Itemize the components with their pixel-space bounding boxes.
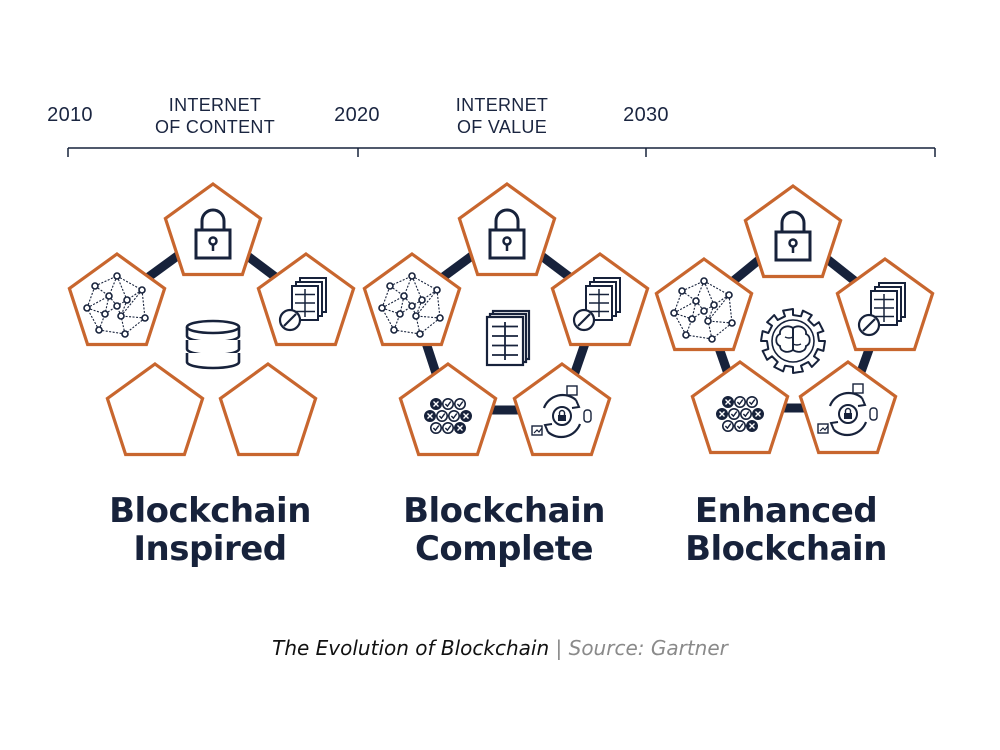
stage-title-line: Enhanced bbox=[694, 491, 878, 531]
stage-group-1 bbox=[67, 182, 356, 457]
network-icon bbox=[670, 277, 736, 343]
stage-title-blockchain-complete: Blockchain Complete bbox=[354, 492, 654, 568]
pentagon-frame bbox=[105, 362, 205, 457]
token-grid-icon bbox=[715, 395, 764, 432]
pentagon-frame bbox=[218, 362, 318, 457]
figure-caption: The Evolution of Blockchain | Source: Ga… bbox=[0, 636, 1000, 660]
network-icon bbox=[378, 272, 444, 338]
smart-contract-icon bbox=[572, 277, 621, 332]
stage-title-blockchain-inspired: Blockchain Inspired bbox=[60, 492, 360, 568]
identity-cycle-icon bbox=[817, 383, 878, 437]
token-grid-icon bbox=[423, 397, 472, 434]
stage-title-line: Blockchain bbox=[685, 529, 887, 569]
ledger-documents-icon bbox=[485, 309, 531, 367]
year-label-2020: 2020 bbox=[334, 104, 380, 126]
smart-contract-icon bbox=[857, 282, 906, 337]
lock-icon bbox=[774, 210, 812, 262]
stage-title-line: Blockchain bbox=[403, 491, 605, 531]
identity-cycle-icon bbox=[531, 385, 592, 439]
stage-title-enhanced-blockchain: Enhanced Blockchain bbox=[636, 492, 936, 568]
era-label-line: INTERNET bbox=[168, 95, 262, 115]
pentagon-frame bbox=[654, 257, 754, 352]
year-label-2010: 2010 bbox=[47, 104, 93, 126]
caption-separator: | bbox=[549, 636, 569, 660]
pentagon-frame bbox=[362, 252, 462, 347]
stage-group-2 bbox=[362, 182, 650, 457]
year-label-2030: 2030 bbox=[623, 104, 669, 126]
ai-brain-gear-icon bbox=[760, 308, 826, 374]
network-icon bbox=[83, 272, 149, 338]
caption-title: The Evolution of Blockchain bbox=[272, 636, 550, 660]
database-icon bbox=[185, 319, 241, 370]
era-label-line: OF VALUE bbox=[456, 117, 548, 137]
lock-icon bbox=[488, 208, 526, 260]
stage-title-line: Blockchain bbox=[109, 491, 311, 531]
timeline-bracket bbox=[67, 147, 936, 157]
stage-group-3 bbox=[654, 184, 935, 455]
lock-icon bbox=[194, 208, 232, 260]
smart-contract-icon bbox=[278, 277, 327, 332]
era-label-line: OF CONTENT bbox=[155, 117, 275, 137]
stage-title-line: Complete bbox=[414, 529, 594, 569]
pentagon-frame bbox=[67, 252, 167, 347]
era-label-line: INTERNET bbox=[455, 95, 549, 115]
stage-title-line: Inspired bbox=[133, 529, 287, 569]
era-label-internet-of-value: INTERNET OF VALUE bbox=[427, 94, 577, 138]
caption-source: Source: Gartner bbox=[568, 636, 728, 660]
era-label-internet-of-content: INTERNET OF CONTENT bbox=[140, 94, 290, 138]
